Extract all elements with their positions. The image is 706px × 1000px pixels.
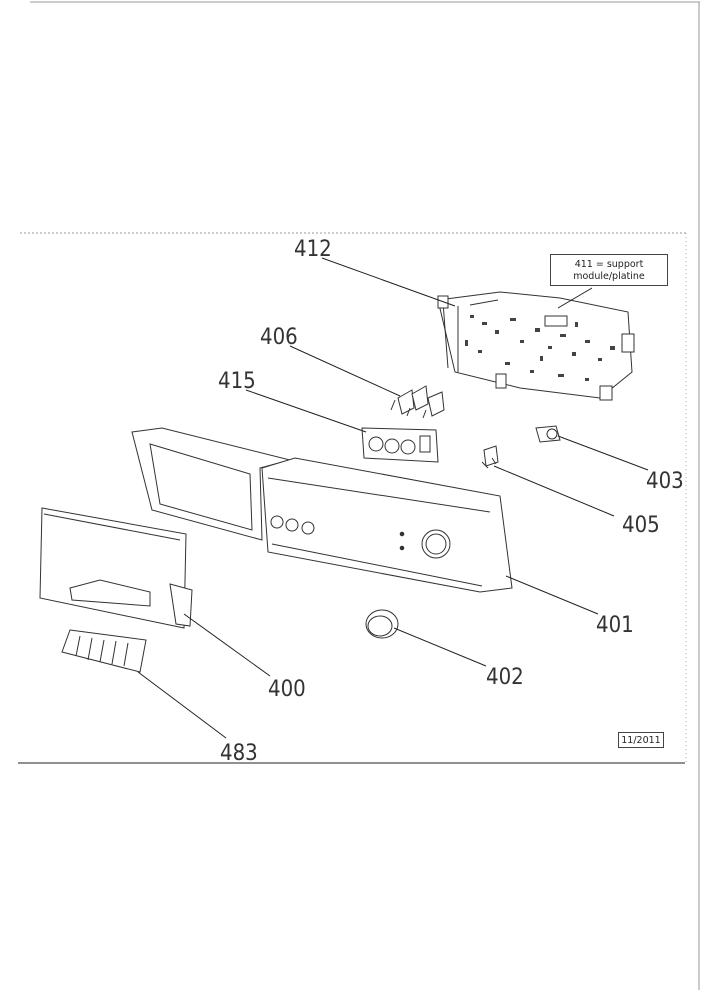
control-panel-401 [131, 427, 513, 593]
leader-lines [137, 257, 649, 739]
callout-403: 403 [646, 469, 684, 494]
callout-402: 402 [486, 665, 524, 690]
light-pipes-406 [390, 385, 445, 419]
date-stamp: 11/2011 [618, 732, 664, 748]
electronic-module-412 [437, 291, 635, 401]
clip-405 [481, 445, 499, 469]
callout-412: 412 [294, 237, 332, 262]
callout-405: 405 [622, 513, 660, 538]
callout-415: 415 [218, 369, 256, 394]
drawer-front-400 [39, 507, 193, 629]
knob-402 [365, 609, 399, 639]
support-module-note: 411 = support module/platine [550, 254, 668, 286]
callout-400: 400 [268, 677, 306, 702]
callout-401: 401 [596, 613, 634, 638]
callout-483: 483 [220, 741, 258, 766]
button-block-415 [361, 427, 439, 463]
note-line-1: 411 = support [574, 259, 644, 270]
page-frame [18, 1, 700, 990]
grille-insert-483 [61, 629, 147, 673]
note-line-2: module/platine [573, 271, 645, 282]
callout-406: 406 [260, 325, 298, 350]
connector-403 [535, 425, 561, 443]
